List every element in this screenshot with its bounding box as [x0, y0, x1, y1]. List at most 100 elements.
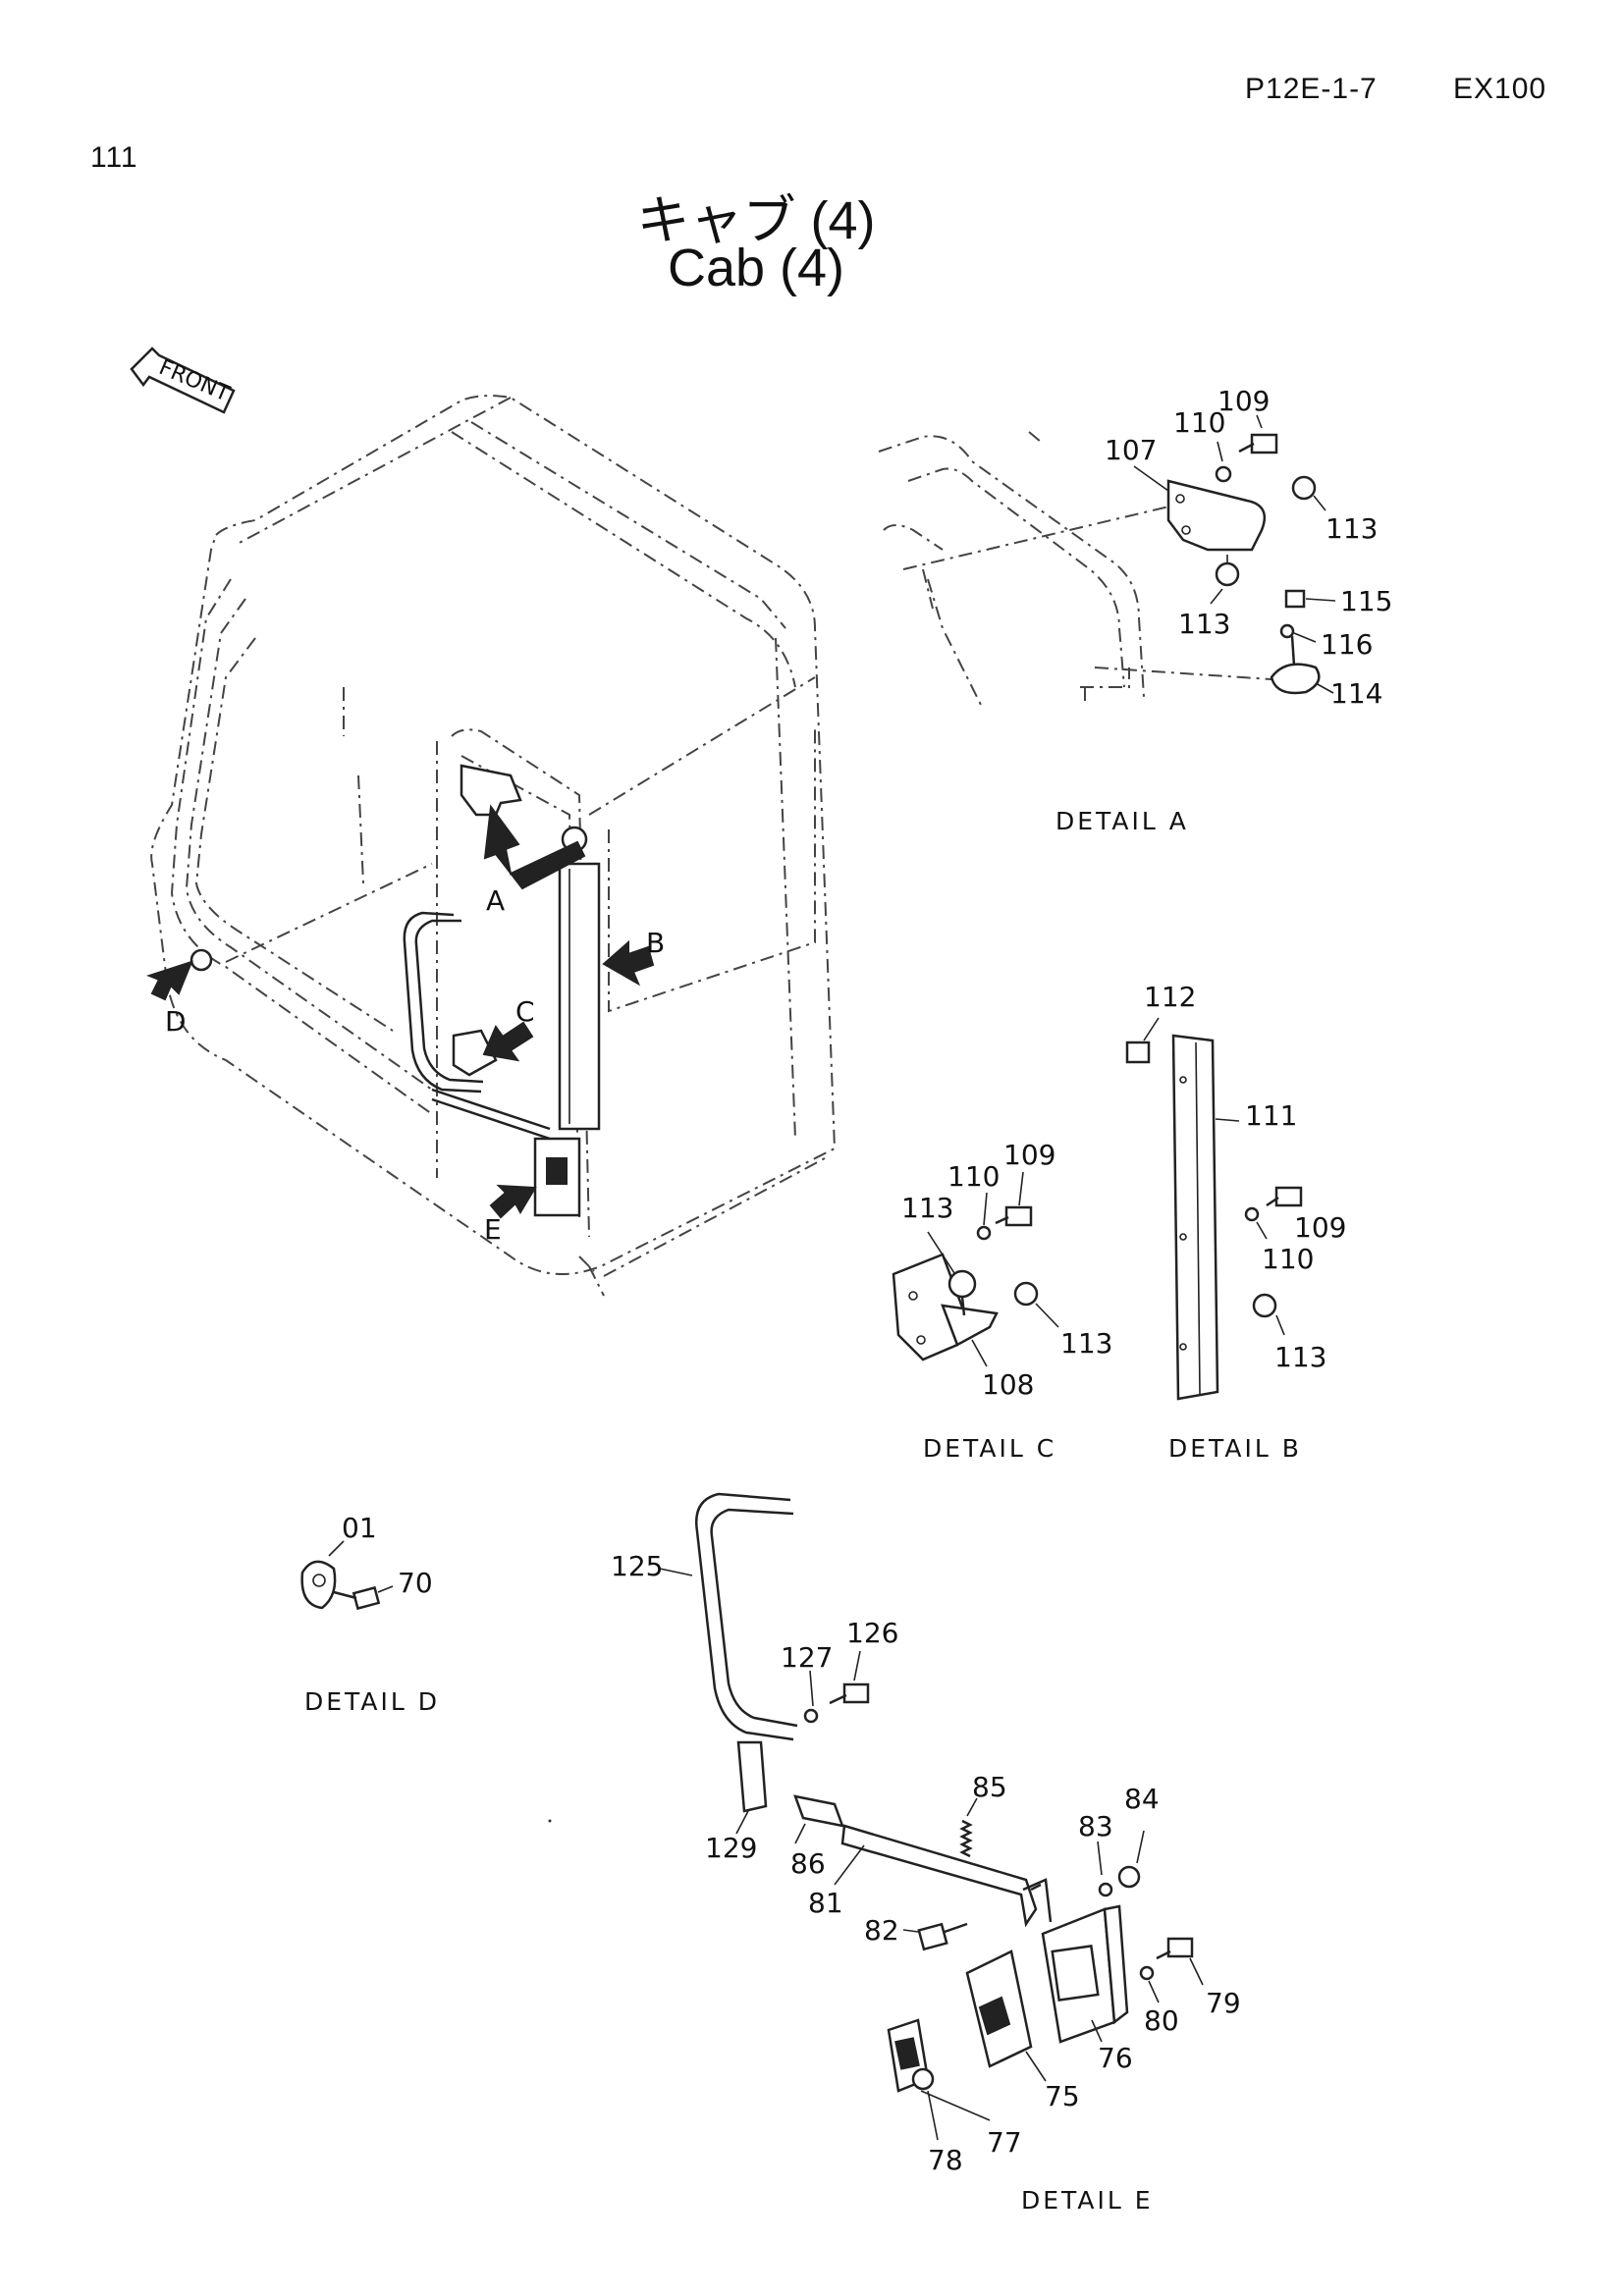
- cab-vertical-rail: [558, 862, 601, 1131]
- washer-110-b: [1244, 1206, 1260, 1222]
- label-83: 83: [1078, 1810, 1113, 1842]
- latch-01: [300, 1560, 337, 1610]
- label-110-a: 110: [1173, 406, 1225, 439]
- housing-76: [1022, 1878, 1129, 2044]
- cab-latch-d: [189, 948, 213, 972]
- washer-80: [1139, 1965, 1155, 1981]
- nut-113-c2: [1013, 1281, 1039, 1307]
- callout-arrow-d-icon: [146, 960, 193, 1001]
- label-113-b: 113: [1274, 1341, 1326, 1373]
- callout-c: C: [515, 995, 535, 1028]
- bolt-79: [1166, 1937, 1194, 1958]
- detail-b-caption: DETAIL B: [1168, 1434, 1302, 1463]
- detail-c-group: [892, 1171, 1059, 1367]
- rail-111: [1171, 1034, 1219, 1401]
- label-78: 78: [928, 2144, 963, 2176]
- callout-e: E: [484, 1213, 502, 1246]
- washer-110-c: [976, 1225, 992, 1241]
- callout-a: A: [486, 884, 505, 917]
- label-81: 81: [808, 1887, 843, 1919]
- callout-d: D: [165, 1005, 187, 1038]
- detail-e-group: [659, 1492, 1204, 2141]
- cab-bracket-c: [452, 1029, 498, 1077]
- label-110-c: 110: [947, 1160, 1000, 1193]
- label-125: 125: [611, 1550, 663, 1582]
- detail-d-caption: DETAIL D: [304, 1687, 440, 1716]
- nut-113-a2: [1215, 561, 1240, 587]
- label-112: 112: [1144, 981, 1196, 1013]
- bolt-126: [842, 1682, 870, 1704]
- callout-b: B: [646, 927, 665, 959]
- label-129: 129: [705, 1832, 757, 1864]
- pad-86: [793, 1794, 844, 1828]
- cab-latch-assembly: [431, 1088, 581, 1217]
- bolt-82: [917, 1922, 948, 1951]
- striker-114: [1270, 663, 1321, 695]
- handrail-125: [695, 1492, 794, 1741]
- label-113-a2: 113: [1178, 608, 1230, 640]
- detail-a-group: [878, 414, 1336, 708]
- bolt-109-c: [1004, 1205, 1033, 1227]
- label-115: 115: [1340, 585, 1392, 617]
- label-113-c1: 113: [901, 1192, 953, 1224]
- spring-85: [959, 1819, 973, 1858]
- detail-a-caption: DETAIL A: [1055, 807, 1189, 835]
- hinge-bracket-107: [1166, 479, 1267, 552]
- washer-116: [1279, 623, 1295, 639]
- label-126: 126: [846, 1617, 898, 1649]
- bolt-109-a: [1250, 433, 1278, 454]
- bolt-115: [1284, 589, 1306, 609]
- label-109-a: 109: [1217, 385, 1270, 417]
- cab-handrail: [403, 911, 482, 1094]
- detail-b-group: [1125, 1017, 1303, 1401]
- nut-113-c1: [947, 1269, 977, 1299]
- label-85: 85: [972, 1771, 1007, 1803]
- nut-113-a1: [1291, 475, 1317, 501]
- detail-d-group: [300, 1540, 394, 1611]
- label-70: 70: [398, 1567, 433, 1599]
- label-116: 116: [1321, 628, 1373, 661]
- label-01: 01: [342, 1512, 377, 1544]
- cab-hinge-bracket: [460, 764, 522, 817]
- label-109-b: 109: [1294, 1211, 1346, 1244]
- label-86: 86: [790, 1847, 826, 1880]
- label-110-b: 110: [1262, 1243, 1314, 1275]
- label-127: 127: [781, 1641, 833, 1674]
- label-75: 75: [1045, 2080, 1080, 2112]
- nut-84: [1117, 1865, 1141, 1889]
- label-113-c2: 113: [1060, 1327, 1112, 1360]
- label-79: 79: [1206, 1987, 1241, 2019]
- nut-112: [1125, 1041, 1151, 1064]
- washer-127: [803, 1708, 819, 1724]
- label-111: 111: [1245, 1099, 1297, 1132]
- title-english: Cab (4): [667, 239, 845, 297]
- detail-e-caption: DETAIL E: [1021, 2186, 1154, 2215]
- screw-70: [352, 1585, 381, 1611]
- bolt-109-b: [1274, 1186, 1303, 1207]
- label-113-a1: 113: [1325, 512, 1378, 545]
- washer-83: [1098, 1882, 1113, 1897]
- detail-c-caption: DETAIL C: [923, 1434, 1056, 1463]
- label-80: 80: [1144, 2004, 1179, 2037]
- front-arrow-icon: FRONT: [130, 347, 236, 414]
- label-82: 82: [864, 1914, 899, 1947]
- callout-arrow-a-icon: [483, 804, 586, 890]
- page-index: 111: [90, 141, 138, 174]
- label-109-c: 109: [1003, 1139, 1055, 1171]
- label-107: 107: [1105, 434, 1157, 466]
- label-84: 84: [1124, 1783, 1160, 1815]
- label-76: 76: [1098, 2042, 1133, 2074]
- nut-113-b: [1252, 1293, 1277, 1318]
- title-japanese: キャブ (4): [636, 191, 876, 250]
- callout-arrow-b-icon: [602, 939, 655, 987]
- callout-arrow-c-icon: [482, 1021, 534, 1062]
- nut-78: [911, 2067, 935, 2091]
- washer-110-a: [1215, 465, 1232, 483]
- page-reference: P12E-1-7: [1245, 73, 1378, 105]
- model-number: EX100: [1453, 73, 1547, 105]
- plate-129: [736, 1740, 768, 1813]
- rod-81: [840, 1824, 1038, 1928]
- label-114: 114: [1330, 677, 1382, 710]
- label-108: 108: [982, 1368, 1034, 1401]
